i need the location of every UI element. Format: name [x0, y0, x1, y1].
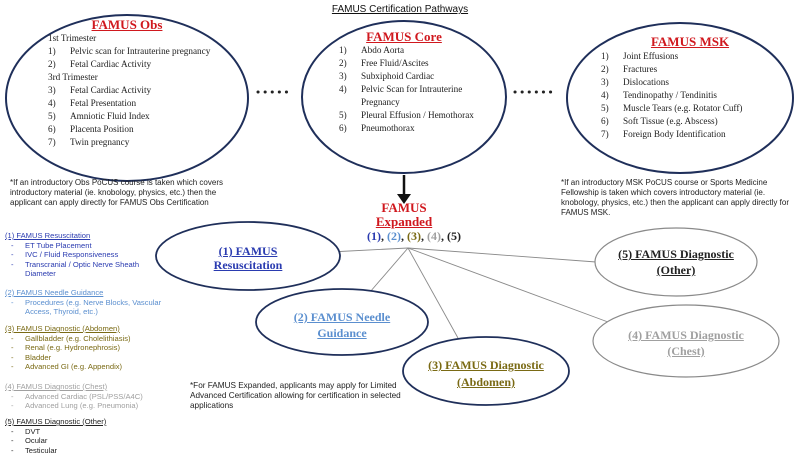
node-abdomen-line2: (Abdomen) — [456, 375, 515, 389]
msk-list: 1)Joint Effusions 2)Fractures 3)Dislocat… — [601, 50, 781, 141]
code-4: (4) — [427, 229, 441, 243]
resuscitation-ellipse — [155, 221, 341, 291]
list-item: 5)Pleural Effusion / Hemothorax — [339, 110, 474, 120]
legend-needle: (2) FAMUS Needle Guidance -Procedures (e… — [5, 288, 165, 317]
node-abdomen: (3) FAMUS Diagnostic (Abdomen) — [411, 357, 561, 391]
core-title: FAMUS Core — [366, 29, 442, 44]
list-item: -DVT — [11, 427, 41, 436]
expanded-title: FAMUS Expanded — [354, 201, 454, 229]
code-sep: , — [441, 229, 447, 243]
expanded-fan-lines — [329, 247, 609, 339]
list-item: -Renal (e.g. Hydronephrosis) — [11, 343, 120, 353]
arrow-head — [397, 194, 411, 204]
chest-ellipse — [592, 304, 780, 378]
list-item: -Advanced Cardiac (PSL/PSS/A4C) — [11, 392, 143, 401]
list-item: 3)Subxiphoid Cardiac — [339, 71, 435, 81]
node-resuscitation-line1: (1) FAMUS — [218, 244, 278, 258]
page-title: FAMUS Certification Pathways — [331, 4, 469, 15]
code-5: (5) — [447, 229, 461, 243]
legend-resuscitation: (1) FAMUS Resuscitation -ET Tube Placeme… — [5, 231, 165, 279]
list-item: -Testicular — [11, 445, 58, 455]
node-resuscitation: (1) FAMUS Resuscitation — [188, 244, 308, 272]
node-needle: (2) FAMUS Needle Guidance — [277, 309, 407, 341]
needle-ellipse — [255, 288, 429, 356]
list-item: -Procedures (e.g. Nerve Blocks, Vascular… — [11, 298, 162, 317]
msk-title: FAMUS MSK — [650, 34, 730, 49]
list-item: 2)Fractures — [601, 64, 658, 74]
list-item: -Ocular — [11, 436, 48, 446]
obs-title: FAMUS Obs — [91, 17, 163, 32]
list-item: -IVC / Fluid Responsiveness — [11, 250, 119, 260]
list-item: -Transcranial / Optic Nerve Sheath Diame… — [11, 259, 140, 279]
msk-ellipse — [566, 22, 794, 174]
obs-list-1: 1)Pelvic scan for Intrauterine pregnancy… — [48, 45, 248, 71]
list-item: -Advanced GI (e.g. Appendix) — [11, 362, 123, 372]
list-item: 6)Pneumothorax — [339, 123, 415, 133]
list-item: 4)Fetal Presentation — [48, 98, 137, 108]
node-abdomen-line1: (3) FAMUS Diagnostic — [428, 358, 544, 372]
legend-heading: (3) FAMUS Diagnostic (Abdomen) — [5, 324, 120, 333]
code-3: (3) — [407, 229, 421, 243]
list-item: -Gallbladder (e.g. Cholelithiasis) — [11, 334, 131, 343]
list-item: 1)Pelvic scan for Intrauterine pregnancy — [48, 46, 211, 56]
node-needle-line1: (2) FAMUS Needle — [293, 310, 391, 324]
legend-heading: (4) FAMUS Diagnostic (Chest) — [5, 382, 108, 391]
code-sep: , — [381, 229, 387, 243]
core-list: 1)Abdo Aorta 2)Free Fluid/Ascites 3)Subx… — [339, 44, 489, 135]
node-chest-line1: (4) FAMUS Diagnostic — [628, 328, 744, 342]
node-chest-line2: (Chest) — [667, 344, 705, 358]
expanded-title-line2: Expanded — [375, 214, 433, 229]
list-item: 2)Fetal Cardiac Activity — [48, 59, 152, 69]
list-item: -ET Tube Placement — [11, 241, 92, 250]
legend-heading: (2) FAMUS Needle Guidance — [5, 288, 104, 297]
obs-note: *If an introductory Obs PoCUS course is … — [10, 178, 223, 207]
list-item: 4)Pelvic Scan for Intrauterine Pregnancy — [339, 84, 463, 107]
legend-abdomen: (3) FAMUS Diagnostic (Abdomen) -Gallblad… — [5, 324, 165, 372]
list-item: 6)Placenta Position — [48, 124, 134, 134]
obs-list-3: 3)Fetal Cardiac Activity 4)Fetal Present… — [48, 84, 248, 149]
list-item: 5)Muscle Tears (e.g. Rotator Cuff) — [601, 103, 743, 113]
msk-note: *If an introductory MSK PoCUS course or … — [561, 178, 789, 217]
node-chest: (4) FAMUS Diagnostic (Chest) — [611, 327, 761, 359]
list-item: 7)Twin pregnancy — [48, 137, 130, 147]
list-item: 4)Tendinopathy / Tendinitis — [601, 90, 717, 100]
node-resuscitation-line2: Resuscitation — [213, 258, 283, 272]
legend-heading: (1) FAMUS Resuscitation — [5, 231, 91, 240]
code-sep: , — [401, 229, 407, 243]
node-other-line1: (5) FAMUS Diagnostic — [618, 247, 734, 261]
list-item: 5)Amniotic Fluid Index — [48, 111, 150, 121]
node-other: (5) FAMUS Diagnostic (Other) — [601, 246, 751, 278]
expanded-codes: (1), (2), (3), (4), (5) — [354, 229, 474, 243]
obs-trimester1: 1st Trimester — [48, 33, 97, 43]
core-ellipse — [301, 20, 507, 174]
list-item: 1)Abdo Aorta — [339, 45, 405, 55]
list-item: 2)Free Fluid/Ascites — [339, 58, 429, 68]
list-item: -Bladder — [11, 352, 52, 362]
list-item: 6)Soft Tissue (e.g. Abscess) — [601, 116, 718, 126]
abdomen-ellipse — [402, 336, 570, 406]
list-item: 7)Foreign Body Identification — [601, 129, 726, 139]
node-other-line2: (Other) — [656, 263, 696, 277]
code-2: (2) — [387, 229, 401, 243]
legend-heading: (5) FAMUS Diagnostic (Other) — [5, 417, 107, 426]
node-needle-line2: Guidance — [317, 326, 367, 340]
obs-ellipse — [5, 14, 249, 182]
legend-chest: (4) FAMUS Diagnostic (Chest) -Advanced C… — [5, 382, 165, 411]
list-item: 3)Fetal Cardiac Activity — [48, 85, 152, 95]
list-item: 1)Joint Effusions — [601, 51, 679, 61]
list-item: 3)Dislocations — [601, 77, 669, 87]
list-item: -Advanced Lung (e.g. Pneumonia) — [11, 401, 139, 411]
legend-other: (5) FAMUS Diagnostic (Other) -DVT -Ocula… — [5, 417, 165, 455]
obs-trimester3: 3rd Trimester — [48, 72, 98, 82]
expanded-title-line1: FAMUS — [381, 200, 427, 215]
other-ellipse — [594, 227, 758, 297]
code-1: (1) — [367, 229, 381, 243]
expanded-note: *For FAMUS Expanded, applicants may appl… — [190, 381, 401, 410]
code-sep: , — [421, 229, 427, 243]
